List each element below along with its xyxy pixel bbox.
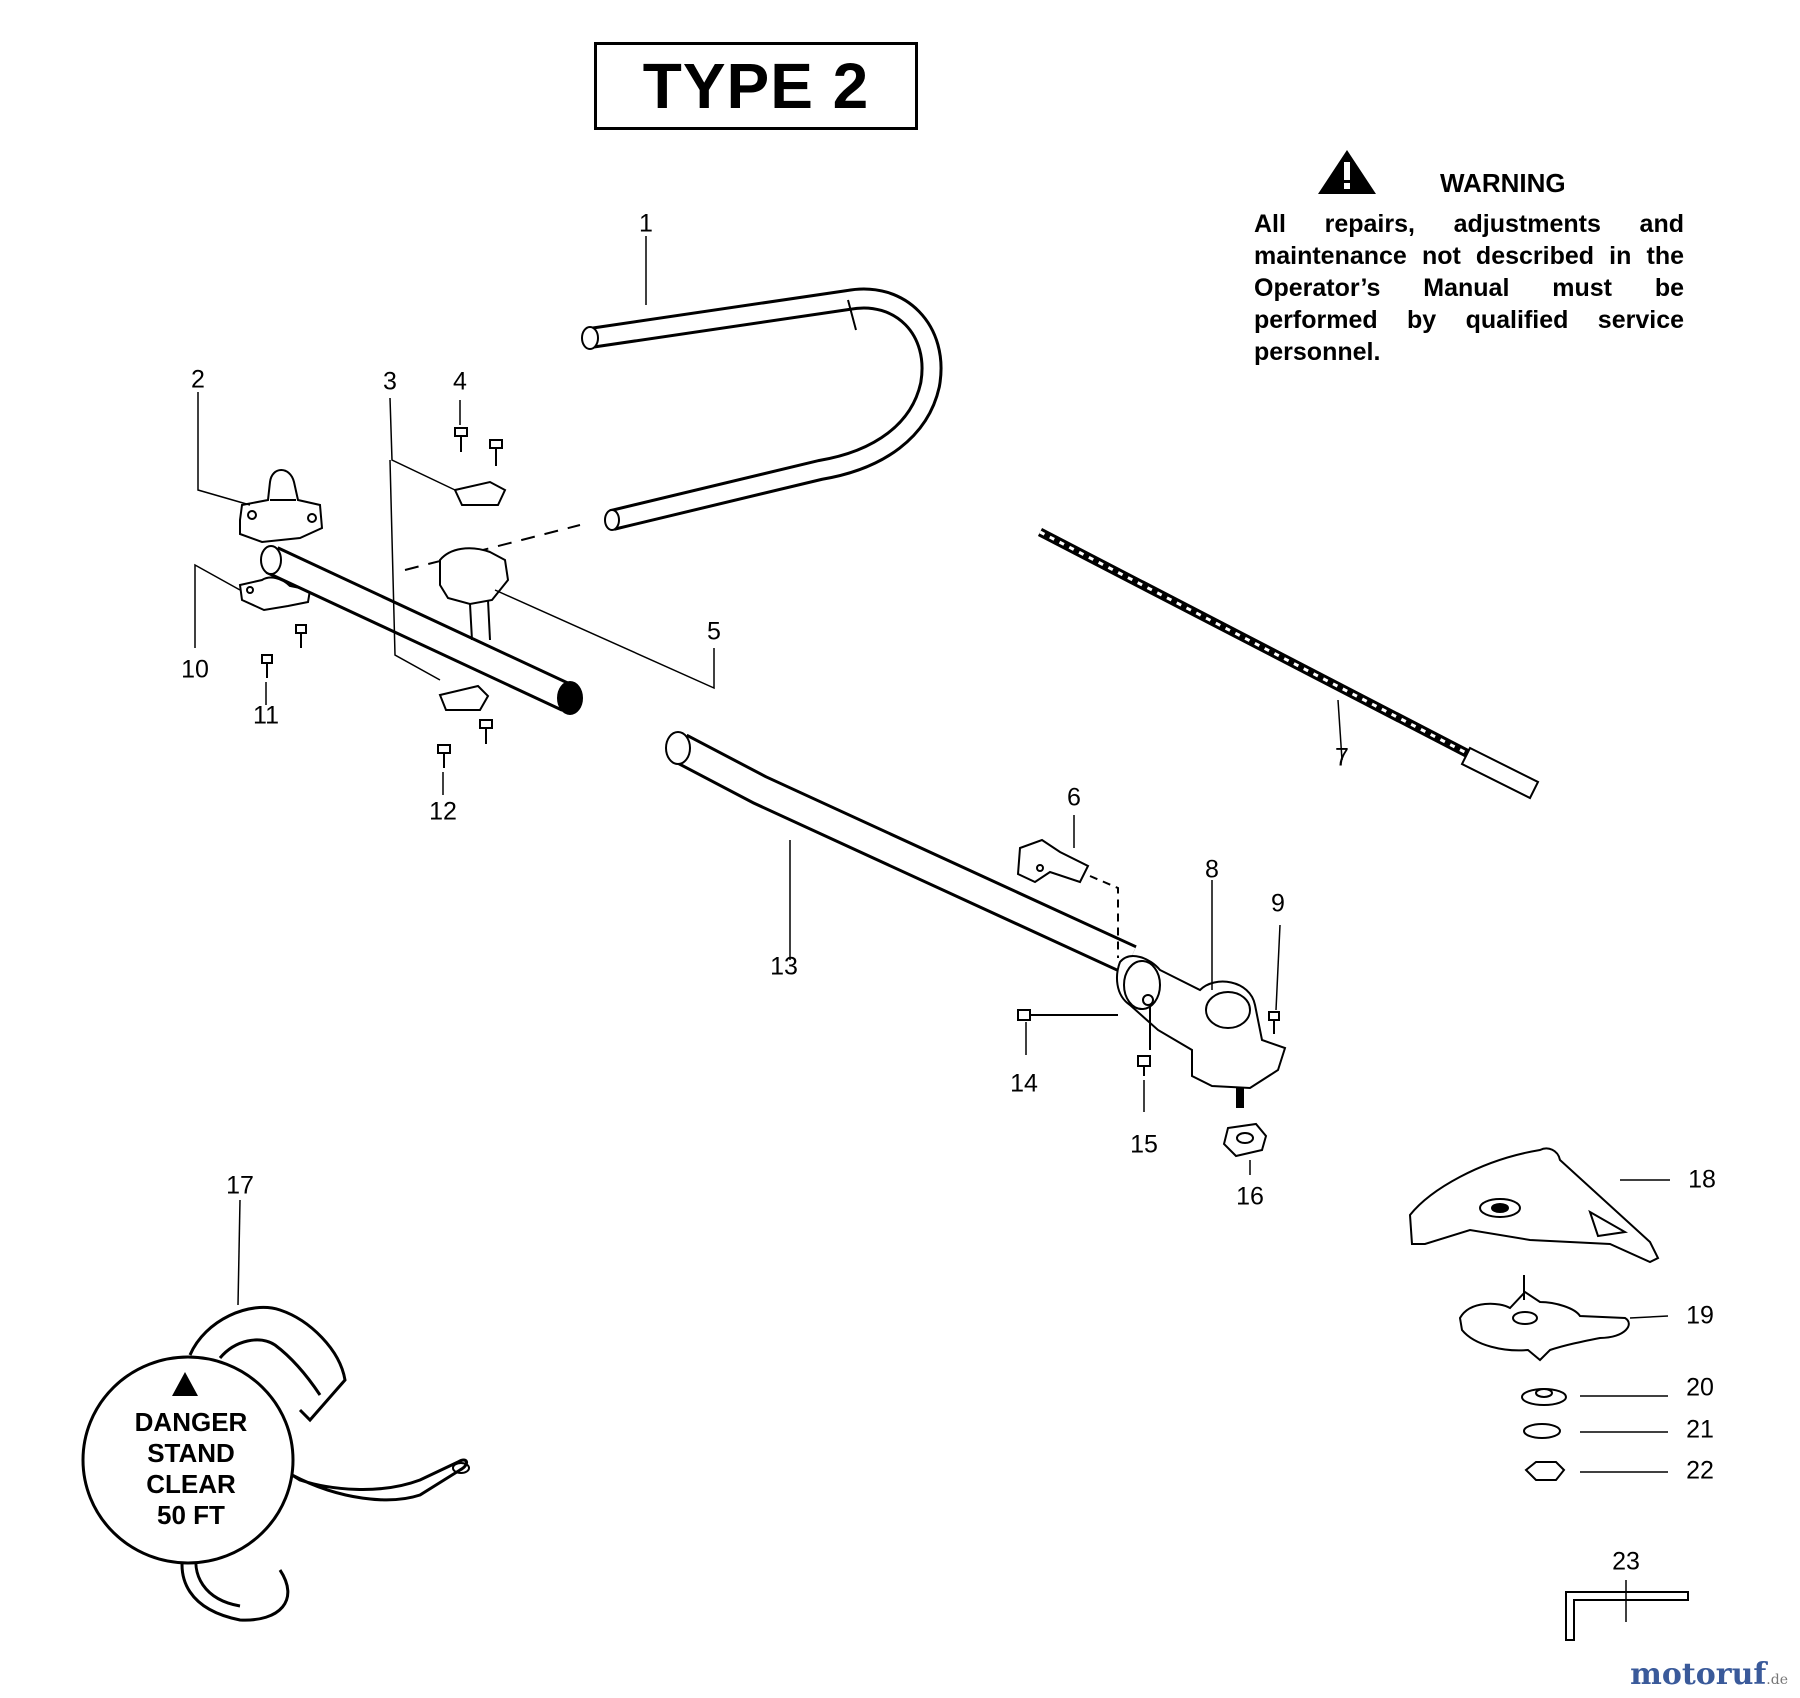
warning-header: WARNING: [1254, 142, 1684, 202]
callout-1: 1: [639, 209, 653, 238]
part-1-loop-handle: [581, 287, 943, 531]
warning-heading: WARNING: [1440, 167, 1566, 198]
danger-label-text: DANGER STAND CLEAR 50 FT: [126, 1407, 256, 1531]
diagram-title: TYPE 2: [642, 50, 870, 122]
callout-2: 2: [191, 365, 205, 394]
callout-20: 20: [1686, 1373, 1714, 1402]
part-2-handle-bracket: [239, 469, 324, 544]
part-16-nut: [1222, 1122, 1268, 1158]
callout-17: 17: [226, 1171, 254, 1200]
callout-3: 3: [383, 367, 397, 396]
callout-19: 19: [1686, 1301, 1714, 1330]
part-11-screws: [261, 624, 307, 678]
callout-6: 6: [1067, 783, 1081, 812]
part-19-blade: [1458, 1275, 1630, 1362]
danger-line-1: DANGER: [134, 1407, 248, 1437]
callout-15: 15: [1130, 1130, 1158, 1159]
part-4-screws: [454, 427, 503, 466]
callout-18: 18: [1688, 1165, 1716, 1194]
danger-line-2: STAND: [147, 1438, 235, 1468]
callout-5: 5: [707, 617, 721, 646]
part-6-shield-bracket: [1016, 838, 1119, 958]
part-7-drive-cable: [1037, 528, 1540, 800]
part-15-screw: [1137, 1005, 1151, 1076]
part-23-hex-wrench: [1565, 1591, 1689, 1641]
part-13-shaft-tube: [665, 731, 1137, 975]
callout-11: 11: [253, 701, 279, 730]
diagram-title-box: TYPE 2: [594, 42, 918, 130]
danger-label-disc: [81, 1355, 295, 1565]
part-21-washer: [1523, 1423, 1561, 1439]
callout-21: 21: [1686, 1415, 1714, 1444]
part-18-blade-guard: [1408, 1147, 1660, 1264]
callout-9: 9: [1271, 889, 1285, 918]
part-3-clamp: [438, 480, 510, 711]
callout-8: 8: [1205, 855, 1219, 884]
watermark-brand: motoruf: [1630, 1657, 1767, 1692]
danger-line-4: 50 FT: [157, 1500, 225, 1530]
warning-block: WARNING All repairs, adjustments and mai…: [1254, 142, 1684, 368]
leader-lines: [194, 236, 1670, 1622]
callout-14: 14: [1010, 1069, 1038, 1098]
danger-line-3: CLEAR: [146, 1469, 236, 1499]
warning-triangle-icon: [1318, 150, 1376, 194]
part-9-screw: [1268, 1011, 1280, 1034]
assembly-dash-line: [404, 524, 581, 571]
part-20-washer: [1521, 1388, 1567, 1406]
callout-23: 23: [1612, 1547, 1640, 1576]
warning-text: All repairs, adjustments and maintenance…: [1254, 210, 1684, 366]
callout-13: 13: [770, 952, 798, 981]
watermark-logo: motoruf.de: [1630, 1657, 1788, 1692]
callout-16: 16: [1236, 1182, 1264, 1211]
part-12-screws: [437, 719, 493, 768]
callout-7: 7: [1335, 743, 1349, 772]
part-22-nut: [1524, 1461, 1566, 1481]
part-8-gear-head: [1116, 955, 1287, 1108]
callout-22: 22: [1686, 1456, 1714, 1485]
callout-10: 10: [181, 655, 209, 684]
callout-12: 12: [429, 797, 457, 826]
watermark-suffix: .de: [1766, 1672, 1788, 1688]
callout-4: 4: [453, 367, 467, 396]
part-handle-tube: [260, 545, 583, 715]
part-14-screw: [1017, 1009, 1118, 1021]
